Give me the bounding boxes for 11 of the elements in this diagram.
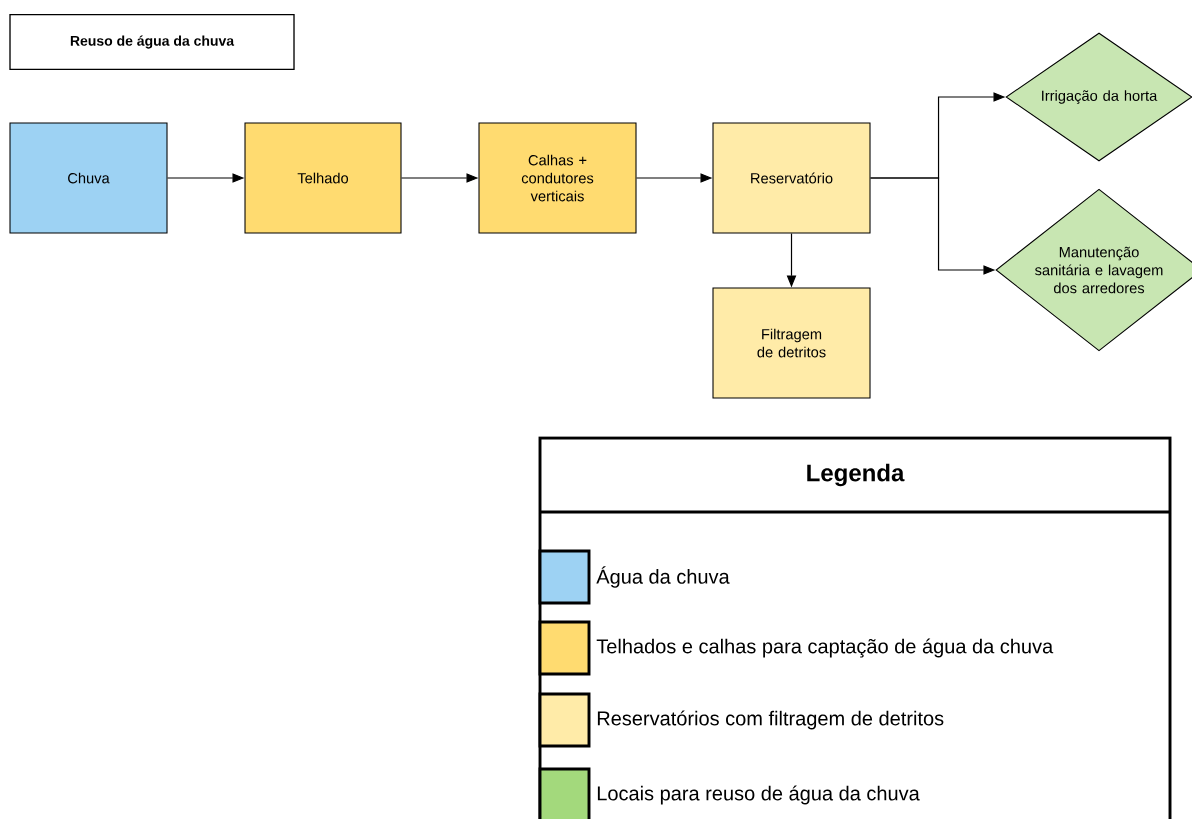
legend-text: Reservatórios com filtragem de detritos bbox=[597, 710, 944, 730]
legend-heading: Legenda bbox=[807, 463, 905, 487]
title-box: Reuso de água da chuva bbox=[9, 14, 295, 70]
legend-text: Telhados e calhas para captação de água da chuva bbox=[596, 638, 1054, 658]
process-box: Telhado bbox=[244, 122, 402, 234]
process-box: Calhas + condutores verticais bbox=[478, 122, 637, 234]
process-box: Reservatório bbox=[712, 122, 871, 234]
legend-text: Locais para reuso de água da chuva bbox=[597, 785, 920, 805]
legend-text: Água da chuva bbox=[596, 566, 730, 588]
process-box: Chuva bbox=[9, 122, 168, 234]
process-box: Filtragem de detritos bbox=[712, 287, 871, 399]
